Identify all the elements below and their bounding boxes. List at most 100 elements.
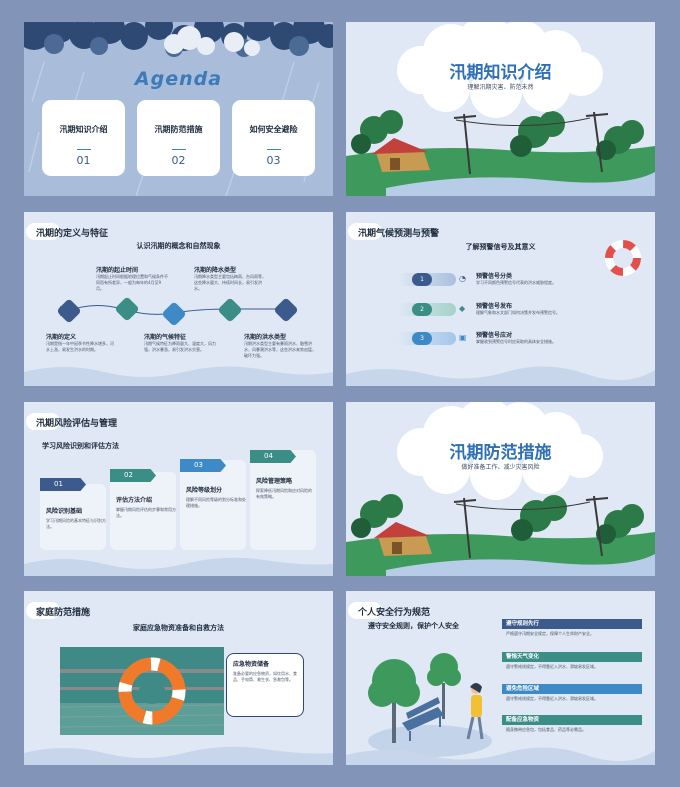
- timeline-item: 汛期的洪水类型 汛期洪水类型主要有暴雨洪水、融雪洪水、风暴潮洪水等，这些洪水来势…: [244, 332, 316, 359]
- step-item: 评估方法介绍 掌握汛期风险评估的步骤和常用方法。: [116, 495, 176, 519]
- slide-header-text: 汛期风险评估与管理: [36, 418, 118, 429]
- slide-section-prevention[interactable]: 汛期防范措施 做好准备工作、减少灾害风险: [346, 402, 655, 576]
- rule-text: 严格遵守汛期安全规定，保障个人生命财产安全。: [506, 631, 594, 636]
- rule-text: 遵守警戒线规定，不得靠近入洪水、滑坡易发区域。: [506, 664, 598, 669]
- timeline-item: 汛期的定义 汛期是指一年中因季节性降水增多，河水上涨，易发生洪水的时期。: [46, 332, 114, 353]
- park-person-illustration: [368, 653, 492, 757]
- section-subtitle: 做好准备工作、减少灾害风险: [461, 464, 540, 471]
- step-item: 风险识别基础 学习汛期风险的基本特征与识别方法。: [46, 506, 106, 530]
- step-title: 风险管理策略: [256, 478, 293, 485]
- signal-text: 理解气象和水文部门如何决策并发布预警信号。: [476, 310, 560, 315]
- step-number: 01: [40, 478, 86, 491]
- wave-decoration: [346, 747, 655, 765]
- timeline-item: 汛期的气候特征 汛期气候特征为降雨量大、湿度大，风力强，洪水暴涨，易引发洪水灾害…: [144, 332, 216, 353]
- slide-flood-definition[interactable]: 汛期的定义与特征 认识汛期的概念和自然现象 汛期的起止时间 汛期起止时间根据地理…: [24, 212, 333, 386]
- flood-house-illustration: [346, 22, 655, 196]
- timeline-item-title: 汛期的洪水类型: [244, 334, 287, 341]
- step-text: 学习汛期风险的基本特征与识别方法。: [46, 518, 106, 529]
- agenda-card-label: 汛期知识介绍: [59, 125, 108, 134]
- step-number: 02: [110, 469, 156, 482]
- signal-text: 掌握收到预警信号时应采取的具体安全措施。: [476, 339, 556, 344]
- info-card-title: 应急物资储备: [233, 661, 270, 668]
- step-number: 04: [250, 450, 296, 463]
- slide-header: 汛期的定义与特征: [24, 220, 144, 244]
- slide-warning-signals[interactable]: 汛期气候预测与预警 了解预警信号及其意义 1 2 3 ◔ ◆ ▣ 预警信号分类 …: [346, 212, 655, 386]
- flood-house-illustration: [346, 402, 655, 576]
- signal-number: 3: [412, 332, 432, 345]
- section-title: 汛期防范措施: [449, 443, 552, 463]
- timeline-item-title: 汛期的气候特征: [144, 334, 187, 341]
- timeline-item-title: 汛期的降水类型: [194, 267, 237, 274]
- wave-decoration: [346, 366, 655, 386]
- step-item: 风险管理策略 探索降低汛期风险和应对风险的有效策略。: [256, 476, 314, 500]
- step-card: [180, 460, 246, 550]
- slide-personal-safety[interactable]: 个人安全行为规范 遵守安全规则，保护个人安全 遵守规则先行 严格遵守汛期安全规定…: [346, 591, 655, 765]
- agenda-card-divider: [266, 149, 281, 150]
- slide-header: 汛期气候预测与预警: [346, 220, 466, 244]
- signal-item: 预警信号发布 理解气象和水文部门如何决策并发布预警信号。: [476, 301, 606, 316]
- timeline-item-text: 汛期气候特征为降雨量大、湿度大，风力强，洪水暴涨，易引发洪水灾害。: [144, 341, 216, 352]
- wave-decoration: [24, 746, 333, 765]
- wave-decoration: [24, 366, 333, 386]
- slide-agenda[interactable]: Agenda 汛期知识介绍 01 汛期防范措施 02 如何安全避险 03: [24, 22, 333, 196]
- slide-subtitle: 了解预警信号及其意义: [465, 243, 536, 251]
- step-title: 评估方法介绍: [116, 497, 153, 504]
- signal-text: 学习不同颜色预警信号代表的洪水威胁程度。: [476, 280, 556, 285]
- rule-text: 随身携带应急包，包括食品、药品等必需品。: [506, 727, 586, 732]
- lifebuoy-icon: [605, 240, 641, 276]
- rule-title: 避免危险区域: [502, 684, 642, 694]
- agenda-card-3[interactable]: 如何安全避险 03: [232, 100, 315, 176]
- wave-decoration: [24, 557, 333, 576]
- timeline-item: 汛期的降水类型 汛期降水类型主要包括梅雨、台风雨等，这些降水量大、持续时间长，易…: [194, 265, 266, 292]
- agenda-card-divider: [171, 149, 186, 150]
- section-subtitle: 理解汛期灾害、防范未然: [467, 84, 534, 91]
- slide-subtitle: 认识汛期的概念和自然现象: [136, 242, 221, 250]
- rule-item: 配备应急物资 随身携带应急包，包括食品、药品等必需品。: [502, 715, 642, 743]
- timeline-item-title: 汛期的定义: [46, 334, 77, 341]
- slide-subtitle: 遵守安全规则，保护个人安全: [368, 622, 459, 630]
- timeline-item-text: 汛期是指一年中因季节性降水增多，河水上涨，易发生洪水的时期。: [46, 341, 114, 352]
- slide-subtitle: 家庭应急物资准备和自救方法: [133, 624, 224, 632]
- agenda-card-number: 01: [76, 154, 91, 167]
- signal-type-icon: ◔: [459, 274, 466, 283]
- slide-header: 汛期风险评估与管理: [24, 410, 144, 434]
- signal-item: 预警信号分类 学习不同颜色预警信号代表的洪水威胁程度。: [476, 271, 606, 286]
- signal-publish-icon: ◆: [459, 304, 466, 313]
- rule-title: 警惕天气变化: [502, 652, 642, 662]
- slide-header-text: 汛期气候预测与预警: [358, 228, 440, 239]
- rule-text: 遵守警戒线规定，不得靠近入洪水、滑坡易发区域。: [506, 696, 598, 701]
- step-text: 理解不同风险等级的划分标准和处理措施。: [186, 497, 246, 508]
- agenda-title: Agenda: [134, 68, 223, 90]
- agenda-card-number: 02: [171, 154, 186, 167]
- rule-item: 避免危险区域 遵守警戒线规定，不得靠近入洪水、滑坡易发区域。: [502, 684, 642, 712]
- agenda-card-label: 汛期防范措施: [154, 125, 203, 134]
- timeline-item-text: 汛期洪水类型主要有暴雨洪水、融雪洪水、风暴潮洪水等，这些洪水来势凶猛，破坏力强。: [244, 341, 316, 358]
- rule-item: 警惕天气变化 遵守警戒线规定，不得靠近入洪水、滑坡易发区域。: [502, 652, 642, 680]
- timeline-item-title: 汛期的起止时间: [96, 267, 139, 274]
- step-card: [250, 450, 316, 550]
- step-item: 风险等级划分 理解不同风险等级的划分标准和处理措施。: [186, 485, 246, 509]
- step-card: [40, 484, 106, 550]
- agenda-card-divider: [76, 149, 91, 150]
- slide-risk-assessment[interactable]: 汛期风险评估与管理 学习风险识别和评估方法 01 02 03 04 风险识别基础…: [24, 402, 333, 576]
- agenda-card-number: 03: [266, 154, 281, 167]
- section-title: 汛期知识介绍: [449, 63, 552, 83]
- slide-header: 家庭防范措施: [24, 599, 144, 623]
- agenda-card-2[interactable]: 汛期防范措施 02: [137, 100, 220, 176]
- slide-header-text: 家庭防范措施: [36, 607, 91, 618]
- slide-header: 个人安全行为规范: [346, 599, 466, 623]
- slide-header-text: 个人安全行为规范: [358, 607, 431, 618]
- step-title: 风险等级划分: [186, 487, 223, 494]
- step-text: 探索降低汛期风险和应对风险的有效策略。: [256, 488, 312, 499]
- signal-item: 预警信号应对 掌握收到预警信号时应采取的具体安全措施。: [476, 330, 606, 345]
- slide-subtitle: 学习风险识别和评估方法: [42, 442, 119, 450]
- lifebuoy-photo: [60, 647, 224, 735]
- signal-number: 2: [412, 303, 432, 316]
- info-card: 应急物资储备 准备必要的应急物资，如饮用水、食品、手电筒、救生衣、急救包等。: [226, 653, 304, 717]
- slide-section-knowledge[interactable]: 汛期知识介绍 理解汛期灾害、防范未然: [346, 22, 655, 196]
- agenda-card-1[interactable]: 汛期知识介绍 01: [42, 100, 125, 176]
- slide-family-prevention[interactable]: 家庭防范措施 家庭应急物资准备和自救方法 应急物资储备 准备必要的应急物资，如饮…: [24, 591, 333, 765]
- signal-title: 预警信号分类: [476, 273, 513, 280]
- info-card-text: 准备必要的应急物资，如饮用水、食品、手电筒、救生衣、急救包等。: [233, 671, 297, 682]
- step-card: [110, 472, 176, 550]
